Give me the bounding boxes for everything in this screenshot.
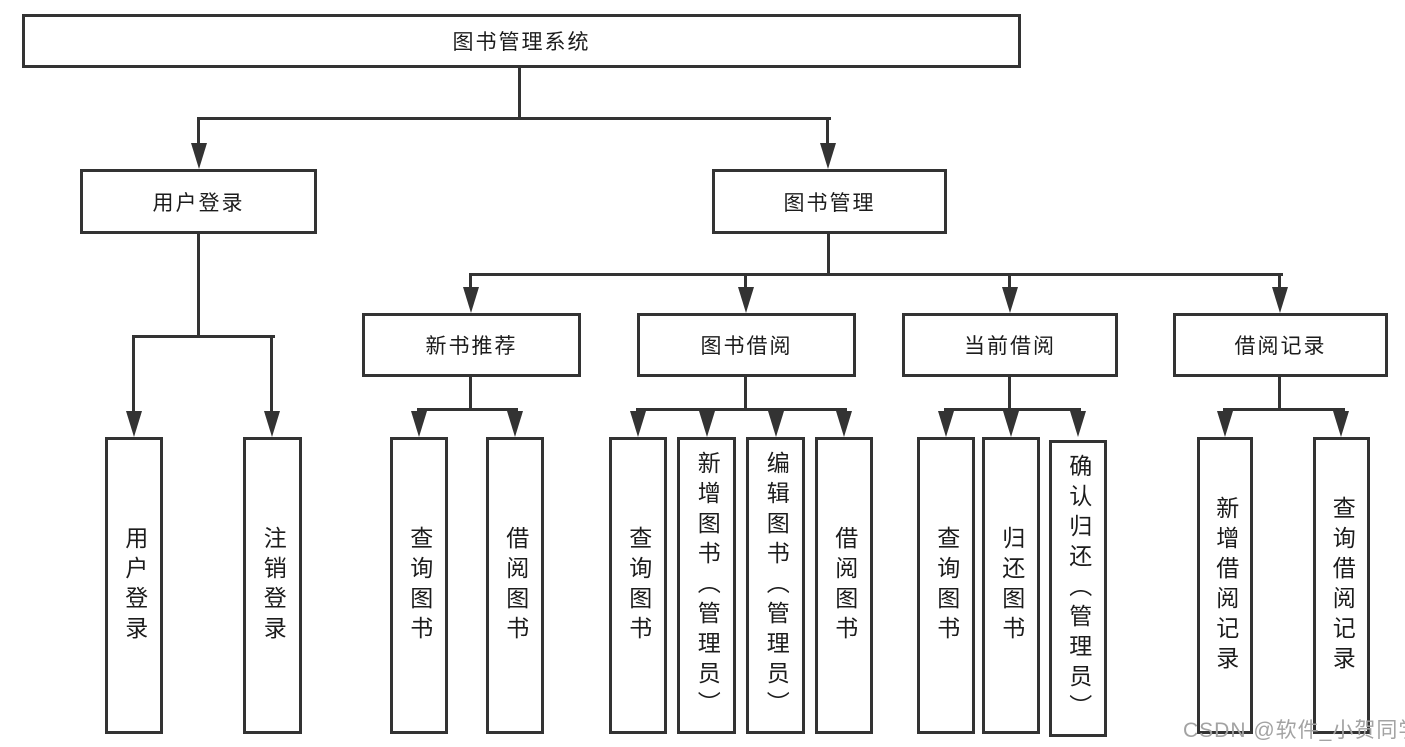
leaf-label: 归还图书: [998, 525, 1025, 646]
edge-to-leaf-br-query: [1339, 408, 1342, 411]
leaf-logout-login: 注销登录: [243, 437, 302, 734]
leaf-nbr-borrow-books: 借阅图书: [486, 437, 544, 734]
leaf-label: 查询图书: [625, 525, 652, 646]
edge-user-login-branch-bar: [132, 335, 275, 338]
edge-book-management-branch-bar: [469, 273, 1283, 276]
leaf-label: 查询借阅记录: [1329, 495, 1356, 676]
node-book-management: 图书管理: [712, 169, 947, 234]
edge-to-leaf-bb-edit: [774, 408, 777, 411]
edge-root-branch-bar: [197, 117, 831, 120]
leaf-label: 注销登录: [260, 525, 287, 646]
edge-to-leaf-bb-add: [705, 408, 708, 411]
arrowhead-down-icon: [1217, 411, 1233, 437]
arrowhead-down-icon: [191, 143, 207, 169]
leaf-label: 新增图书（管理员）: [694, 450, 721, 721]
leaf-bb-borrow-books: 借阅图书: [815, 437, 873, 734]
arrowhead-down-icon: [1070, 411, 1086, 437]
node-label: 图书管理系统: [452, 31, 591, 54]
leaf-cb-return-books: 归还图书: [982, 437, 1040, 734]
edge-to-leaf-cb-return: [1009, 408, 1012, 411]
node-label: 新书推荐: [425, 335, 518, 358]
arrowhead-down-icon: [411, 411, 427, 437]
edge-to-leaf-bb-query: [636, 408, 639, 411]
edge-book-management-stem: [827, 234, 830, 276]
arrowhead-down-icon: [264, 411, 280, 437]
node-book-borrowing: 图书借阅: [637, 313, 856, 377]
node-label: 用户登录: [152, 191, 245, 215]
arrowhead-down-icon: [768, 411, 784, 437]
edge-cb-branch-bar: [944, 408, 1081, 411]
edge-to-user-login: [197, 117, 200, 143]
edge-to-leaf-bb-borrow: [842, 408, 845, 411]
edge-to-current-borrowing: [1008, 273, 1011, 287]
node-current-borrowing: 当前借阅: [902, 313, 1118, 377]
edge-to-leaf-logout-login: [270, 335, 273, 411]
arrowhead-down-icon: [820, 143, 836, 169]
arrowhead-down-icon: [126, 411, 142, 437]
edge-to-leaf-cb-query: [944, 408, 947, 411]
leaf-label: 借阅图书: [502, 525, 529, 646]
leaf-label: 编辑图书（管理员）: [763, 450, 790, 721]
edge-root-stem: [518, 67, 521, 120]
edge-bb-stem: [744, 377, 747, 411]
edge-to-leaf-cb-confirm: [1076, 408, 1079, 411]
arrowhead-down-icon: [1003, 411, 1019, 437]
edge-bb-branch-bar: [636, 408, 847, 411]
edge-cb-stem: [1008, 377, 1011, 411]
arrowhead-down-icon: [463, 287, 479, 313]
arrowhead-down-icon: [1272, 287, 1288, 313]
arrowhead-down-icon: [507, 411, 523, 437]
arrowhead-down-icon: [738, 287, 754, 313]
leaf-bb-edit-book-admin: 编辑图书（管理员）: [746, 437, 805, 734]
leaf-label: 新增借阅记录: [1212, 495, 1239, 676]
leaf-label: 用户登录: [121, 525, 148, 646]
node-borrowing-records: 借阅记录: [1173, 313, 1388, 377]
edge-to-borrowing-records: [1278, 273, 1281, 287]
edge-br-branch-bar: [1223, 408, 1345, 411]
arrowhead-down-icon: [836, 411, 852, 437]
edge-to-leaf-br-add: [1223, 408, 1226, 411]
arrowhead-down-icon: [630, 411, 646, 437]
leaf-br-add-record: 新增借阅记录: [1197, 437, 1253, 734]
node-user-login: 用户登录: [80, 169, 317, 234]
leaf-label: 确认归还（管理员）: [1065, 453, 1092, 724]
edge-nbr-stem: [469, 377, 472, 411]
leaf-label: 查询图书: [406, 525, 433, 646]
edge-to-new-book-recommend: [469, 273, 472, 287]
leaf-bb-query-books: 查询图书: [609, 437, 667, 734]
node-library-management-system: 图书管理系统: [22, 14, 1021, 68]
arrowhead-down-icon: [1002, 287, 1018, 313]
node-label: 图书借阅: [700, 335, 793, 358]
node-label: 借阅记录: [1234, 335, 1327, 358]
leaf-br-query-record: 查询借阅记录: [1313, 437, 1370, 734]
node-label: 图书管理: [783, 191, 876, 215]
edge-to-leaf-nbr-borrow: [513, 408, 516, 411]
leaf-nbr-query-books: 查询图书: [390, 437, 448, 734]
leaf-label: 查询图书: [933, 525, 960, 646]
leaf-cb-query-books: 查询图书: [917, 437, 975, 734]
node-new-book-recommend: 新书推荐: [362, 313, 581, 377]
edge-to-leaf-user-login: [132, 335, 135, 411]
arrowhead-down-icon: [938, 411, 954, 437]
edge-br-stem: [1278, 377, 1281, 411]
leaf-bb-add-book-admin: 新增图书（管理员）: [677, 437, 736, 734]
arrowhead-down-icon: [1333, 411, 1349, 437]
node-label: 当前借阅: [964, 335, 1056, 358]
csdn-watermark: CSDN @软件_小贺同学: [1183, 719, 1405, 742]
arrowhead-down-icon: [699, 411, 715, 437]
edge-nbr-branch-bar: [417, 408, 518, 411]
edge-user-login-stem: [197, 234, 200, 338]
edge-to-book-management: [826, 117, 829, 143]
leaf-label: 借阅图书: [831, 525, 858, 646]
leaf-cb-confirm-return-admin: 确认归还（管理员）: [1049, 440, 1107, 737]
edge-to-leaf-nbr-query: [417, 408, 420, 411]
leaf-user-login: 用户登录: [105, 437, 163, 734]
edge-to-book-borrowing: [744, 273, 747, 287]
